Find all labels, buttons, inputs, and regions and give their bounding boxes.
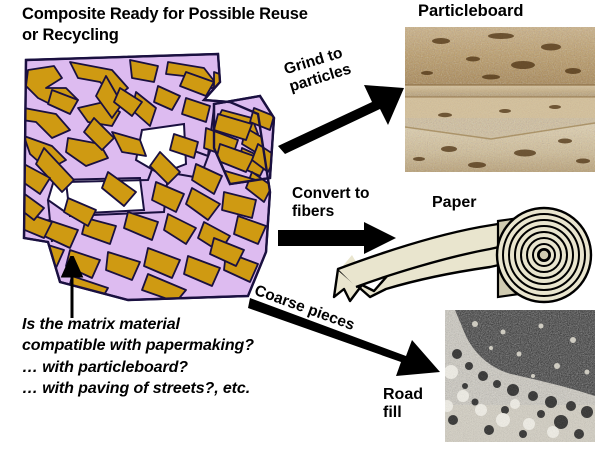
question-pointer-arrow (52, 256, 92, 318)
coarse-pieces-arrow (248, 294, 448, 378)
paper-roll-illustration (330, 205, 598, 307)
composite-material-diagram (8, 52, 280, 302)
page-title-composite: Composite Ready for Possible Reuse or Re… (22, 5, 308, 45)
composite-fibers-main (24, 59, 270, 300)
composite-outline (22, 52, 276, 302)
coarse-arrow-svg (248, 298, 440, 376)
convert-to-fibers-arrow (278, 222, 398, 256)
particleboard-flecks (413, 33, 590, 168)
road-fill-photo-svg (445, 310, 595, 442)
grind-to-particles-arrow (276, 78, 406, 156)
paper-roll-spiral (495, 206, 593, 304)
road-fill-photo (445, 310, 595, 442)
particleboard-photo (405, 27, 595, 172)
composite-svg (22, 52, 276, 302)
label-paper: Paper (432, 194, 477, 211)
question-pointer-arrow-svg (60, 256, 84, 318)
paper-roll-svg (332, 206, 593, 304)
label-road-fill: Road fill (383, 386, 423, 421)
label-particleboard: Particleboard (418, 2, 524, 20)
particleboard-photo-svg (405, 27, 595, 172)
grind-arrow-svg (278, 85, 404, 154)
questions-text: Is the matrix material compatible with p… (22, 316, 254, 397)
convert-arrow-svg (278, 222, 396, 254)
convert-to-fibers-label: Convert to fibers (292, 185, 370, 220)
paper-sheet (332, 221, 510, 303)
